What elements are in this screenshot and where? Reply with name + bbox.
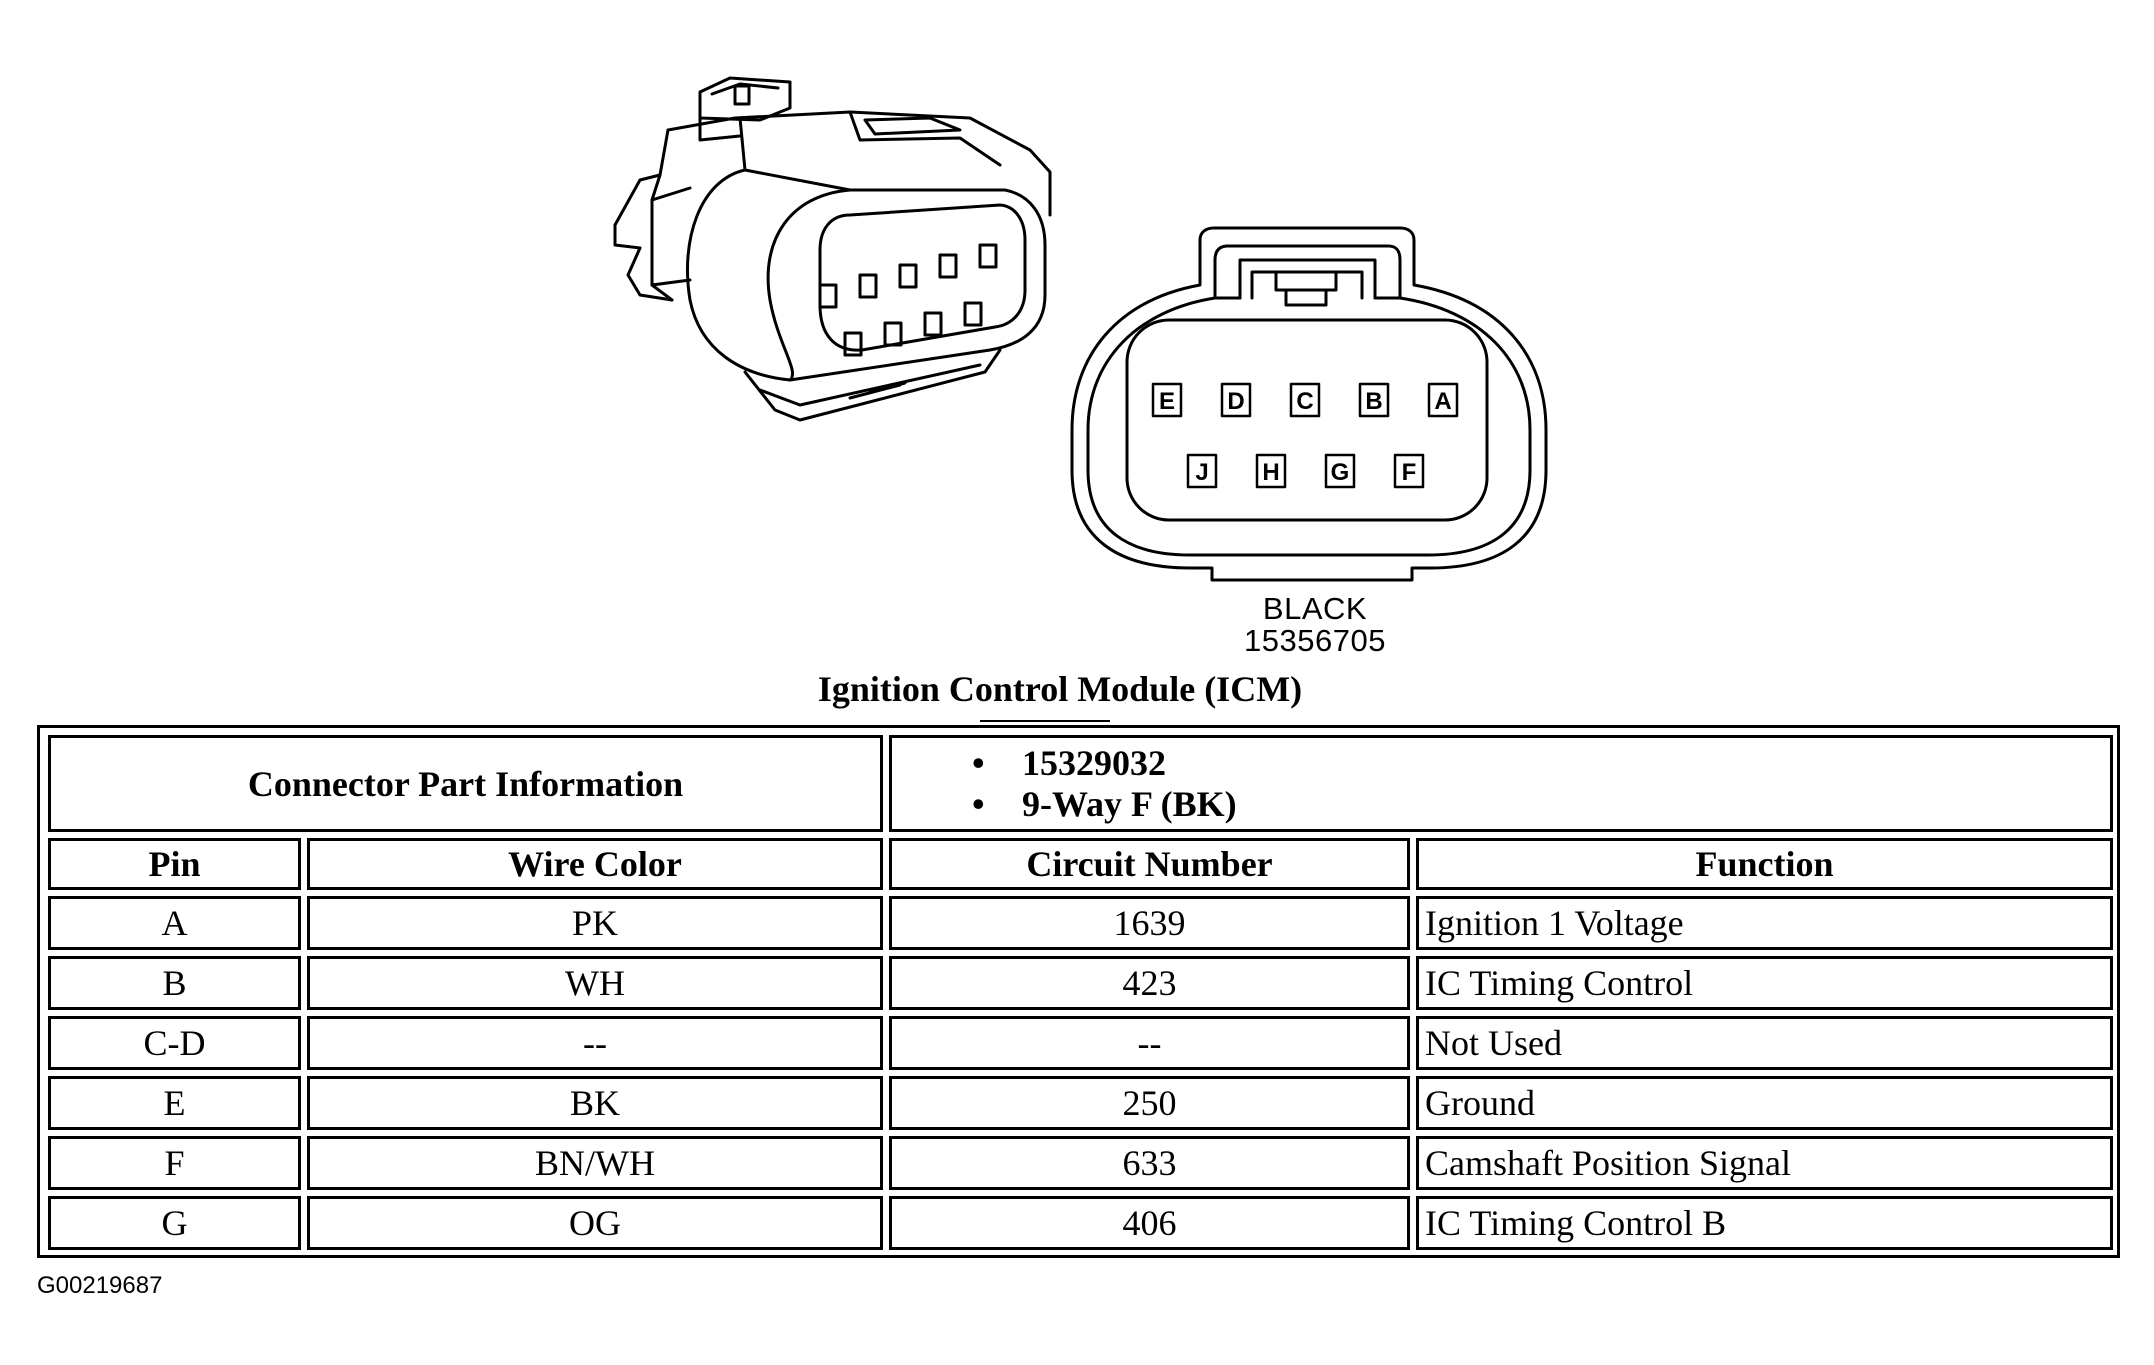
pin-cavity-h (1255, 453, 1287, 489)
pin-label-b: B (1365, 388, 1382, 415)
row-a-wire-color: PK (307, 896, 883, 950)
part-info-part-number: 15329032 (1022, 743, 1166, 783)
row-b-wire-color: WH (307, 956, 883, 1010)
row-g-function: IC Timing Control B (1416, 1196, 2113, 1250)
header-function: Function (1416, 838, 2113, 890)
connector-isometric-view (613, 76, 1052, 422)
header-circuit-number: Circuit Number (889, 838, 1410, 890)
connector-color-label: BLACK (1262, 591, 1368, 626)
row-g-pin: G (48, 1196, 301, 1250)
header-wire-color: Wire Color (307, 838, 883, 890)
pin-cavity-g (1324, 453, 1356, 489)
row-e-function: Ground (1416, 1076, 2113, 1130)
diagram-title: Ignition Control Module (ICM) (817, 669, 1303, 709)
row-g-circuit-number: 406 (889, 1196, 1410, 1250)
connector-pin-table: Connector Part Information •15329032 •9-… (37, 725, 2120, 1258)
pin-cavity-d (1220, 382, 1252, 418)
connector-part-number: 15356705 (1244, 623, 1386, 658)
pin-cavity-a (1427, 382, 1459, 418)
header-pin: Pin (48, 838, 301, 890)
row-f-function: Camshaft Position Signal (1416, 1136, 2113, 1190)
part-info-label: Connector Part Information (48, 735, 883, 832)
row-b-function: IC Timing Control (1416, 956, 2113, 1010)
pin-cavity-f (1393, 453, 1425, 489)
pin-label-a: A (1434, 388, 1451, 415)
title-underline (980, 720, 1110, 722)
part-info-description: 9-Way F (BK) (1022, 784, 1237, 824)
row-b-circuit-number: 423 (889, 956, 1410, 1010)
row-e-pin: E (48, 1076, 301, 1130)
row-a-pin: A (48, 896, 301, 950)
connector-face-view (1070, 226, 1548, 582)
pin-cavity-b (1358, 382, 1390, 418)
row-f-circuit-number: 633 (889, 1136, 1410, 1190)
connector-drawings: E D C B A J H G F (613, 76, 1548, 582)
pin-label-h: H (1262, 459, 1279, 486)
face-pin-grid (1151, 382, 1459, 489)
row-a-function: Ignition 1 Voltage (1416, 896, 2113, 950)
row-cd-wire-color: -- (307, 1016, 883, 1070)
pin-cavity-c (1289, 382, 1321, 418)
row-e-wire-color: BK (307, 1076, 883, 1130)
pin-label-d: D (1227, 388, 1244, 415)
part-info-item: •15329032 (972, 743, 1166, 783)
row-f-wire-color: BN/WH (307, 1136, 883, 1190)
row-e-circuit-number: 250 (889, 1076, 1410, 1130)
pin-cavity-e (1151, 382, 1183, 418)
row-a-circuit-number: 1639 (889, 896, 1410, 950)
part-info-item: •9-Way F (BK) (972, 784, 1237, 824)
pin-label-g: G (1331, 459, 1350, 486)
row-b-pin: B (48, 956, 301, 1010)
row-g-wire-color: OG (307, 1196, 883, 1250)
row-f-pin: F (48, 1136, 301, 1190)
pin-label-e: E (1159, 388, 1175, 415)
part-info-values: •15329032 •9-Way F (BK) (889, 735, 2113, 832)
pin-label-c: C (1296, 388, 1313, 415)
row-cd-function: Not Used (1416, 1016, 2113, 1070)
row-cd-pin: C-D (48, 1016, 301, 1070)
row-cd-circuit-number: -- (889, 1016, 1410, 1070)
pin-label-j: J (1195, 459, 1208, 486)
pin-cavity-j (1186, 453, 1218, 489)
pin-label-f: F (1402, 459, 1417, 486)
figure-id: G00219687 (37, 1272, 163, 1299)
